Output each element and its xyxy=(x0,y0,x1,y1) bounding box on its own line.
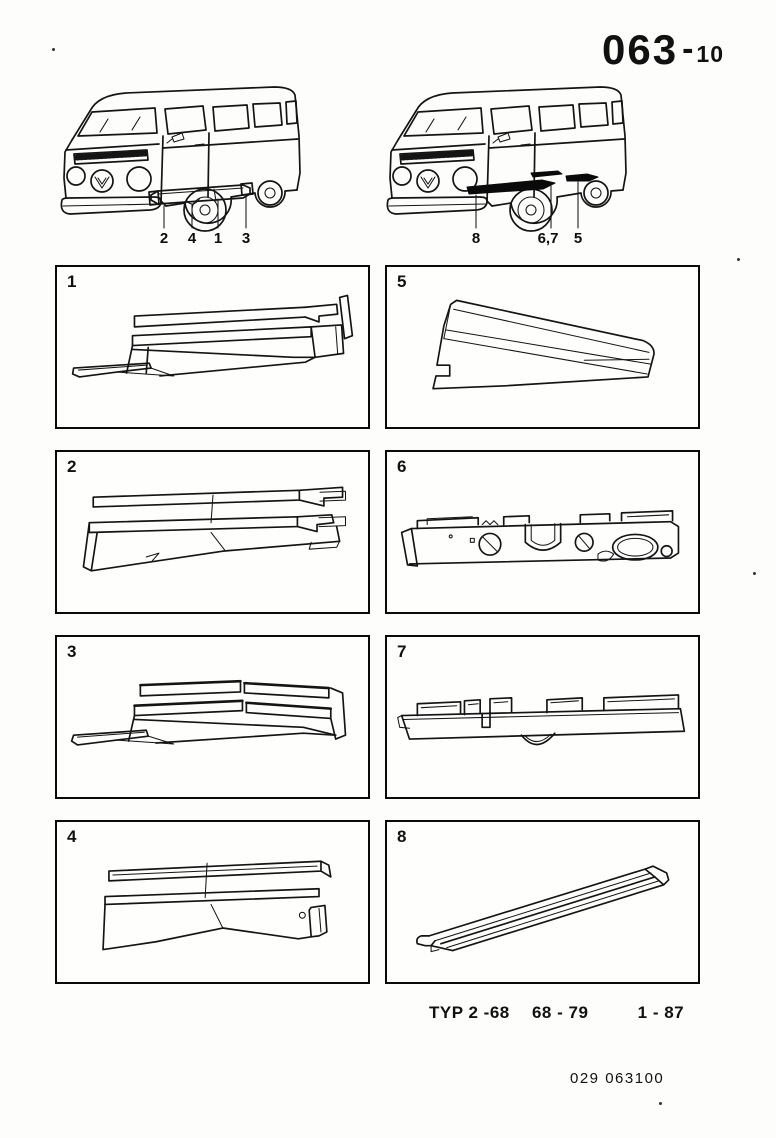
part-drawing-5 xyxy=(432,299,655,390)
callout-label: 4 xyxy=(188,230,197,247)
callout-label: 2 xyxy=(160,230,168,247)
van-diagram-front-sills: 2 4 1 3 xyxy=(60,86,301,247)
callout-label: 5 xyxy=(574,230,582,247)
van-body-outline xyxy=(386,86,627,232)
scan-speck xyxy=(753,572,756,575)
page-number-separator: - xyxy=(682,30,694,68)
revision-date: 1 - 87 xyxy=(637,1003,685,1022)
part-box-3: 3 xyxy=(55,635,370,799)
callout-label: 1 xyxy=(214,230,222,247)
part-box-5: 5 xyxy=(385,265,700,429)
parts-grid: 1 2 xyxy=(55,265,700,984)
callout-label: 6,7 xyxy=(538,230,559,247)
part-number-label: 2 xyxy=(67,457,77,476)
highlighted-sill-assembly xyxy=(148,182,254,206)
part-number-label: 5 xyxy=(397,272,407,291)
footer-caption: TYP 2 -68 68 - 79 1 - 87 xyxy=(429,1003,684,1023)
scan-speck xyxy=(52,48,55,51)
part-number-label: 7 xyxy=(397,642,407,661)
document-code: 029 063100 xyxy=(570,1070,665,1087)
part-drawing-1 xyxy=(71,294,354,378)
van-body-outline xyxy=(60,86,301,232)
catalog-number: 063 xyxy=(602,26,679,73)
part-box-2: 2 xyxy=(55,450,370,614)
part-drawing-4 xyxy=(102,860,332,951)
callout-label: 3 xyxy=(242,230,250,247)
callout-label: 8 xyxy=(472,230,480,247)
callout-leader-lines xyxy=(475,181,579,229)
part-drawing-3 xyxy=(70,679,347,746)
part-drawing-7 xyxy=(397,694,686,746)
part-box-4: 4 xyxy=(55,820,370,984)
page-suffix: 10 xyxy=(696,41,724,67)
part-number-label: 8 xyxy=(397,827,407,846)
part-number-label: 3 xyxy=(67,642,77,661)
part-box-6: 6 xyxy=(385,450,700,614)
page-number: 063-10 xyxy=(602,26,724,74)
callout-leader-lines xyxy=(163,195,247,229)
part-box-8: 8 xyxy=(385,820,700,984)
part-box-1: 1 xyxy=(55,265,370,429)
part-drawing-6 xyxy=(400,510,680,567)
part-number-label: 6 xyxy=(397,457,407,476)
part-number-label: 4 xyxy=(67,827,77,846)
scan-speck xyxy=(659,1102,662,1105)
part-drawing-2 xyxy=(82,486,347,572)
part-box-7: 7 xyxy=(385,635,700,799)
part-drawing-8 xyxy=(416,865,670,953)
scan-speck xyxy=(737,258,740,261)
highlighted-sill-strips xyxy=(466,170,599,195)
type-designation: TYP 2 -68 xyxy=(429,1003,510,1022)
van-diagram-sill-strips: 8 6,7 5 xyxy=(386,86,627,247)
year-range: 68 - 79 xyxy=(531,1003,589,1022)
part-number-label: 1 xyxy=(67,272,77,291)
